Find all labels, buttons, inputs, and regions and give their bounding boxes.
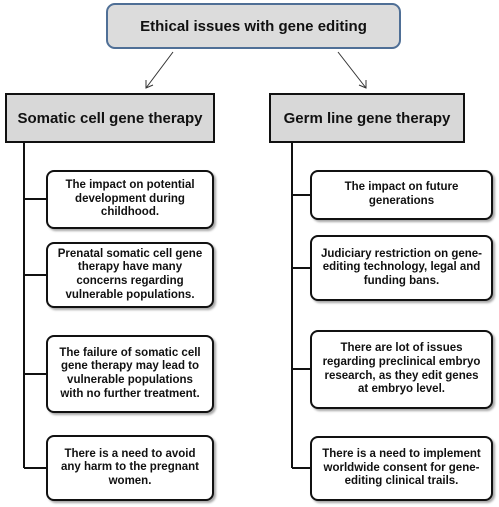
arrowhead-germ [358, 80, 367, 89]
germ-issue-4: There is a need to implement worldwide c… [310, 436, 493, 501]
germ-issue-3: There are lot of issues regarding precli… [310, 330, 493, 409]
somatic-issue-2-text: Prenatal somatic cell gene therapy have … [57, 247, 203, 301]
somatic-issue-4-text: There is a need to avoid any harm to the… [60, 447, 200, 487]
somatic-issue-4: There is a need to avoid any harm to the… [46, 435, 214, 501]
germ-issue-3-text: There are lot of issues regarding precli… [322, 342, 481, 396]
germ-issue-2-text: Judiciary restriction on gene-editing te… [320, 247, 483, 287]
somatic-issue-3: The failure of somatic cell gene therapy… [46, 335, 214, 413]
germ-issue-1: The impact on future generations [310, 170, 493, 220]
arrow-to-germ [337, 51, 367, 89]
germ-issue-2: Judiciary restriction on gene-editing te… [310, 235, 493, 301]
somatic-issue-2: Prenatal somatic cell gene therapy have … [46, 242, 214, 308]
germ-issue-1-text: The impact on future generations [344, 181, 459, 207]
arrow-to-somatic [145, 51, 174, 89]
somatic-issue-1-text: The impact on potential development duri… [65, 179, 195, 219]
germ-header-box: Germ line gene therapy [269, 93, 465, 143]
germ-header-label: Germ line gene therapy [283, 109, 451, 127]
somatic-header-box: Somatic cell gene therapy [5, 93, 215, 143]
arrowhead-somatic [145, 80, 154, 89]
diagram-title: Ethical issues with gene editing [140, 17, 367, 35]
somatic-issue-1: The impact on potential development duri… [46, 170, 214, 229]
somatic-issue-3-text: The failure of somatic cell gene therapy… [59, 346, 201, 400]
germ-issue-4-text: There is a need to implement worldwide c… [322, 448, 481, 488]
title-box: Ethical issues with gene editing [106, 3, 401, 49]
somatic-header-label: Somatic cell gene therapy [17, 109, 203, 127]
